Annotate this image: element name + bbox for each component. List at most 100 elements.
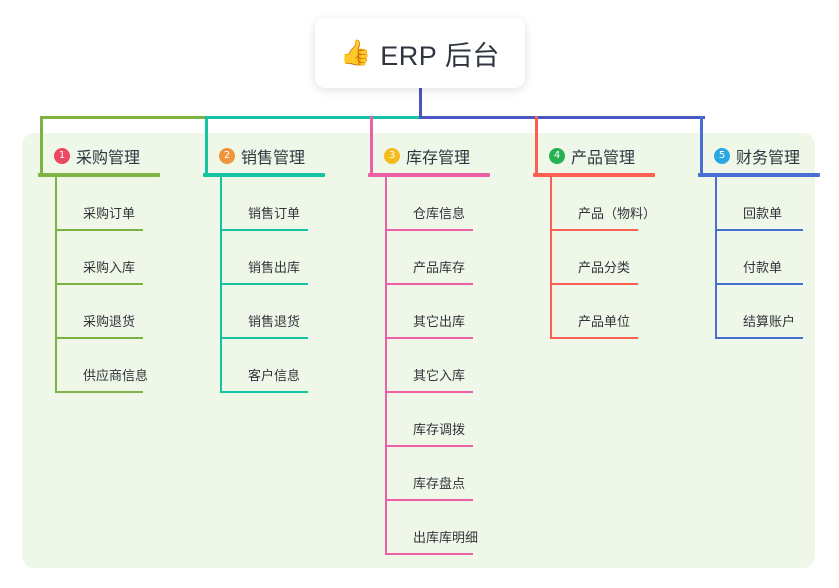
branch-item-list: 仓库信息产品库存其它出库其它入库库存调拨库存盘点出库库明细 xyxy=(368,177,528,555)
leaf-item-label: 出库库明细 xyxy=(413,530,479,545)
leaf-item-label: 供应商信息 xyxy=(83,368,149,383)
leaf-item-underline xyxy=(55,337,143,339)
leaf-item[interactable]: 供应商信息 xyxy=(55,339,198,393)
leaf-item-underline xyxy=(385,553,473,555)
branch-number-badge: 1 xyxy=(54,148,70,164)
branch-number-badge: 5 xyxy=(714,148,730,164)
leaf-item[interactable]: 采购退货 xyxy=(55,285,198,339)
branch-spine-line xyxy=(220,177,222,393)
leaf-item-label: 产品库存 xyxy=(413,260,466,275)
branch-number-badge: 4 xyxy=(549,148,565,164)
leaf-item[interactable]: 产品单位 xyxy=(550,285,693,339)
leaf-item[interactable]: 库存调拨 xyxy=(385,393,528,447)
branch-connector-4 xyxy=(535,116,538,174)
leaf-item[interactable]: 采购订单 xyxy=(55,177,198,231)
root-node-title: ERP 后台 xyxy=(380,40,500,71)
leaf-item[interactable]: 库存盘点 xyxy=(385,447,528,501)
branch-spine-line xyxy=(550,177,552,339)
leaf-item[interactable]: 出库库明细 xyxy=(385,501,528,555)
leaf-item-underline xyxy=(715,229,803,231)
leaf-item-underline xyxy=(550,283,638,285)
branch-column-2: 2 销售管理销售订单销售出库销售退货客户信息 xyxy=(203,143,363,393)
leaf-item[interactable]: 销售订单 xyxy=(220,177,363,231)
branch-item-list: 采购订单采购入库采购退货供应商信息 xyxy=(38,177,198,393)
leaf-item-underline xyxy=(715,337,803,339)
leaf-item-underline xyxy=(220,229,308,231)
leaf-item[interactable]: 其它出库 xyxy=(385,285,528,339)
bus-segment-1 xyxy=(40,116,208,119)
branch-title: 财务管理 xyxy=(736,150,801,167)
bus-segment-3 xyxy=(419,116,705,119)
branch-number-badge: 2 xyxy=(219,148,235,164)
branch-header-采购管理[interactable]: 1 采购管理 xyxy=(38,143,198,169)
diagram-background-panel xyxy=(22,133,815,568)
branch-item-list: 产品（物料） 产品分类产品单位 xyxy=(533,177,693,339)
leaf-item[interactable]: 其它入库 xyxy=(385,339,528,393)
branch-header-underline xyxy=(203,173,325,177)
branch-title: 采购管理 xyxy=(76,150,141,167)
branch-header-库存管理[interactable]: 3 库存管理 xyxy=(368,143,528,169)
branch-connector-2 xyxy=(205,116,208,174)
leaf-item-underline xyxy=(385,391,473,393)
leaf-item-label: 客户信息 xyxy=(248,368,301,383)
branch-header-underline xyxy=(38,173,160,177)
leaf-item-underline xyxy=(715,283,803,285)
leaf-item[interactable]: 付款单 xyxy=(715,231,839,285)
leaf-item-label: 销售订单 xyxy=(248,206,301,221)
leaf-item[interactable]: 销售出库 xyxy=(220,231,363,285)
branch-header-销售管理[interactable]: 2 销售管理 xyxy=(203,143,363,169)
leaf-item-label: 销售出库 xyxy=(248,260,301,275)
bus-segment-2 xyxy=(205,116,422,119)
leaf-item[interactable]: 客户信息 xyxy=(220,339,363,393)
branch-title: 销售管理 xyxy=(241,150,306,167)
leaf-item-underline xyxy=(550,337,638,339)
leaf-item[interactable]: 产品（物料） xyxy=(550,177,693,231)
branch-item-list: 回款单付款单结算账户 xyxy=(698,177,839,339)
branch-header-财务管理[interactable]: 5 财务管理 xyxy=(698,143,839,169)
leaf-item-underline xyxy=(550,229,638,231)
branch-column-5: 5 财务管理回款单付款单结算账户 xyxy=(698,143,839,339)
branch-item-list: 销售订单销售出库销售退货客户信息 xyxy=(203,177,363,393)
branch-title: 库存管理 xyxy=(406,150,471,167)
leaf-item-label: 其它入库 xyxy=(413,368,466,383)
leaf-item-label: 采购订单 xyxy=(83,206,136,221)
root-node-erp-backend[interactable]: 👍 ERP 后台 xyxy=(315,18,525,88)
branch-column-4: 4 产品管理产品（物料） 产品分类产品单位 xyxy=(533,143,693,339)
leaf-item-label: 付款单 xyxy=(743,260,783,275)
leaf-item-label: 销售退货 xyxy=(248,314,301,329)
leaf-item-label: 采购退货 xyxy=(83,314,136,329)
leaf-item-underline xyxy=(55,391,143,393)
branch-number-badge: 3 xyxy=(384,148,400,164)
root-trunk-connector xyxy=(419,86,422,119)
leaf-item[interactable]: 仓库信息 xyxy=(385,177,528,231)
leaf-item-label: 产品（物料） xyxy=(578,206,657,221)
leaf-item-label: 其它出库 xyxy=(413,314,466,329)
leaf-item-label: 库存盘点 xyxy=(413,476,466,491)
leaf-item-underline xyxy=(220,283,308,285)
leaf-item-underline xyxy=(220,391,308,393)
leaf-item[interactable]: 产品库存 xyxy=(385,231,528,285)
leaf-item-label: 产品分类 xyxy=(578,260,631,275)
leaf-item-label: 库存调拨 xyxy=(413,422,466,437)
leaf-item[interactable]: 产品分类 xyxy=(550,231,693,285)
branch-title: 产品管理 xyxy=(571,150,636,167)
leaf-item-underline xyxy=(385,283,473,285)
branch-spine-line xyxy=(385,177,387,555)
branch-connector-3 xyxy=(370,116,373,174)
leaf-item[interactable]: 采购入库 xyxy=(55,231,198,285)
leaf-item[interactable]: 销售退货 xyxy=(220,285,363,339)
leaf-item-underline xyxy=(385,337,473,339)
branch-spine-line xyxy=(715,177,717,339)
leaf-item[interactable]: 结算账户 xyxy=(715,285,839,339)
branch-header-underline xyxy=(698,173,820,177)
leaf-item[interactable]: 回款单 xyxy=(715,177,839,231)
branch-spine-line xyxy=(55,177,57,393)
branch-connector-1 xyxy=(40,116,43,174)
branch-column-3: 3 库存管理仓库信息产品库存其它出库其它入库库存调拨库存盘点出库库明细 xyxy=(368,143,528,555)
branch-header-产品管理[interactable]: 4 产品管理 xyxy=(533,143,693,169)
leaf-item-label: 回款单 xyxy=(743,206,783,221)
leaf-item-label: 结算账户 xyxy=(743,314,796,329)
branch-header-underline xyxy=(533,173,655,177)
leaf-item-underline xyxy=(220,337,308,339)
leaf-item-underline xyxy=(55,283,143,285)
